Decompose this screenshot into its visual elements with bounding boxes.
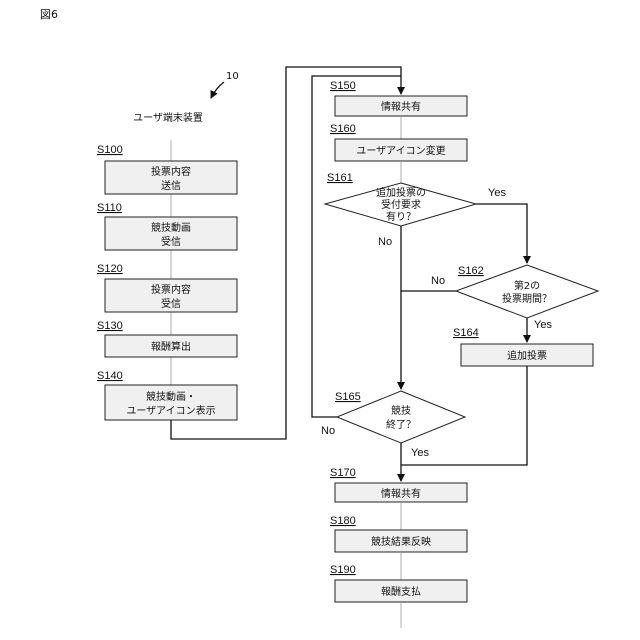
decision-id: S161 <box>327 172 353 184</box>
s165-no-label: No <box>321 425 335 437</box>
ref-number: 10 <box>226 71 239 82</box>
step-text-line: 受信 <box>161 298 181 310</box>
decision-text-line: 有り？ <box>386 210 416 223</box>
s161-no-label: No <box>378 236 392 248</box>
step-id: S160 <box>330 123 356 135</box>
decision-id: S162 <box>458 265 484 277</box>
decision-s165: S165 競技 終了？ <box>335 391 465 443</box>
connector-s161-yes <box>476 204 527 263</box>
step-s110: S110 競技動画 受信 <box>97 202 237 250</box>
step-id: S100 <box>97 144 123 156</box>
step-text-line: 投票内容 <box>151 165 191 178</box>
decision-id: S165 <box>335 391 361 403</box>
step-s160: S160 ユーザアイコン変更 <box>330 123 467 161</box>
step-text-line: 追加投票 <box>507 349 547 362</box>
decision-text-line: 受付要求 <box>381 198 421 211</box>
step-id: S150 <box>330 80 356 92</box>
s165-yes-label: Yes <box>411 447 429 459</box>
step-s120: S120 投票内容 受信 <box>97 263 237 312</box>
step-text-line: 送信 <box>161 179 181 192</box>
step-text-line: 報酬算出 <box>151 340 191 353</box>
step-s170: S170 情報共有 <box>330 467 467 502</box>
ref-arrow <box>211 82 224 98</box>
step-text-line: ユーザアイコン表示 <box>126 404 215 417</box>
step-id: S190 <box>330 564 356 576</box>
decision-text-line: 競技 <box>391 404 411 417</box>
s161-yes-label: Yes <box>488 187 506 199</box>
decision-text-line: 追加投票の <box>376 186 426 199</box>
step-id: S140 <box>97 370 123 382</box>
step-s150: S150 情報共有 <box>330 80 467 116</box>
s162-no-label: No <box>431 275 445 287</box>
step-text-line: 競技動画 <box>151 221 191 234</box>
step-id: S110 <box>97 202 122 214</box>
step-s164: S164 追加投票 <box>453 327 593 366</box>
step-s100: S100 投票内容 送信 <box>97 144 237 194</box>
connector-left-to-right <box>171 67 401 439</box>
device-title: ユーザ端末装置 <box>133 111 203 124</box>
decision-s161: S161 追加投票の 受付要求 有り？ <box>325 172 476 226</box>
decision-text-line: 第2の <box>514 279 540 292</box>
step-text-line: 報酬支払 <box>381 585 421 598</box>
step-id: S130 <box>97 320 123 332</box>
step-s140: S140 競技動画・ ユーザアイコン表示 <box>97 370 237 420</box>
step-text-line: 競技結果反映 <box>371 535 431 548</box>
step-s180: S180 競技結果反映 <box>330 515 467 552</box>
step-id: S180 <box>330 515 356 527</box>
decision-text-line: 投票期間？ <box>502 292 552 305</box>
decision-s162: S162 第2の 投票期間？ <box>456 265 598 318</box>
figure-label: 図6 <box>40 8 58 21</box>
decision-text-line: 終了？ <box>386 418 416 431</box>
s162-yes-label: Yes <box>534 319 552 331</box>
step-text-line: 受信 <box>161 236 181 248</box>
step-id: S170 <box>330 467 356 479</box>
step-s190: S190 報酬支払 <box>330 564 467 602</box>
step-text-line: 競技動画・ <box>146 390 196 403</box>
step-id: S164 <box>453 327 479 339</box>
step-text-line: 情報共有 <box>381 487 421 500</box>
step-text-line: 投票内容 <box>151 283 191 296</box>
step-text-line: ユーザアイコン変更 <box>356 144 445 157</box>
step-s130: S130 報酬算出 <box>97 320 237 357</box>
step-id: S120 <box>97 263 123 275</box>
step-text-line: 情報共有 <box>381 100 421 113</box>
